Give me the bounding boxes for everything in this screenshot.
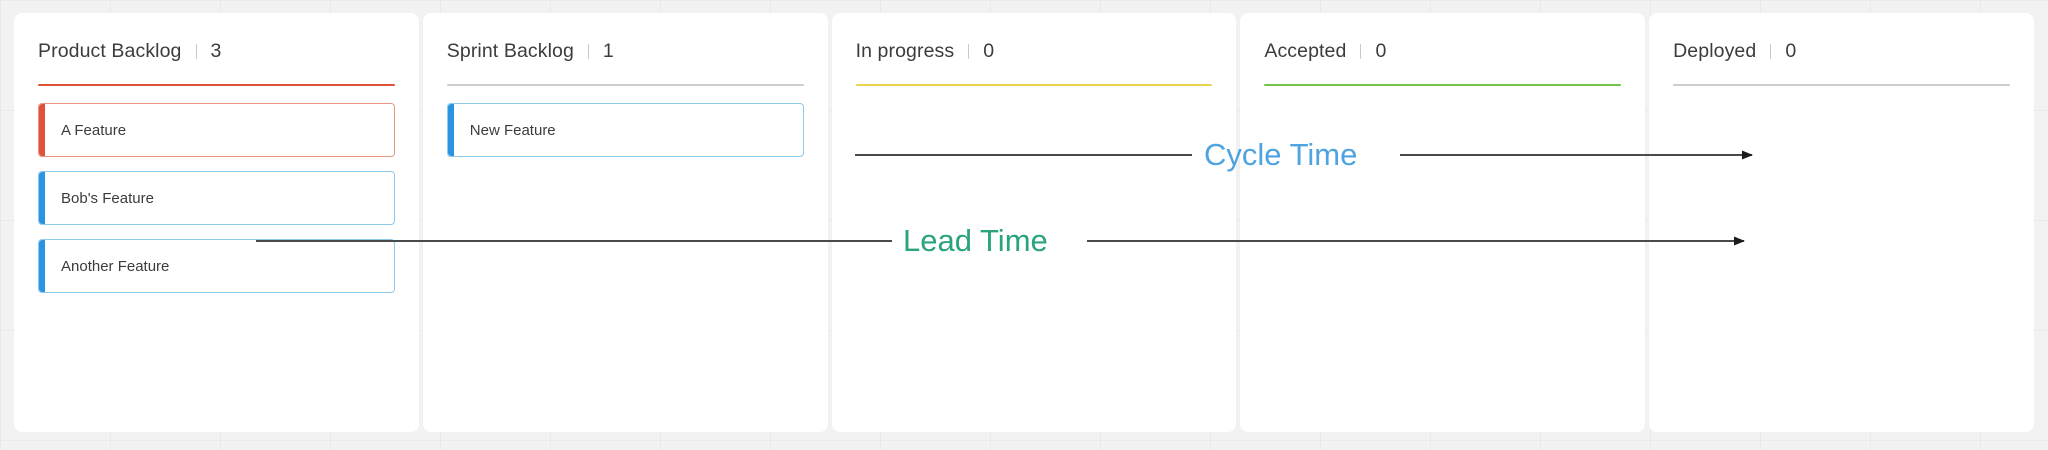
kanban-card[interactable]: Bob's Feature bbox=[38, 171, 395, 225]
card-color-bar bbox=[447, 104, 454, 156]
kanban-card[interactable]: New Feature bbox=[446, 103, 804, 157]
column-header-deployed: Deployed 0 bbox=[1673, 13, 2010, 68]
column-title: In progress bbox=[855, 40, 955, 62]
column-card-count: 0 bbox=[1785, 40, 1797, 62]
card-title: Bob's Feature bbox=[61, 189, 154, 207]
column-header-divider bbox=[968, 44, 970, 59]
card-title: A Feature bbox=[61, 121, 127, 139]
card-list-in-progress bbox=[856, 86, 1213, 103]
kanban-column-accepted[interactable]: Accepted 0 bbox=[1240, 13, 1646, 432]
column-header-accepted: Accepted 0 bbox=[1264, 13, 1621, 68]
column-card-count: 0 bbox=[983, 40, 995, 62]
column-card-count: 3 bbox=[210, 40, 222, 62]
card-title: Another Feature bbox=[61, 257, 170, 275]
card-color-bar bbox=[39, 240, 45, 292]
column-accent-rule bbox=[1264, 84, 1622, 86]
column-title: Sprint Backlog bbox=[446, 40, 574, 62]
column-header-divider bbox=[1770, 44, 1772, 59]
column-accent-rule bbox=[1673, 84, 2010, 86]
card-color-bar bbox=[39, 104, 45, 156]
card-list-deployed bbox=[1673, 86, 2010, 103]
column-header-in-progress: In progress 0 bbox=[856, 13, 1213, 68]
column-accent-rule bbox=[446, 84, 804, 86]
column-header-sprint-backlog: Sprint Backlog 1 bbox=[447, 13, 804, 68]
column-title: Deployed bbox=[1673, 40, 1757, 62]
annotation-label-cycle-time: Cycle Time bbox=[1204, 137, 1358, 172]
annotation-label-lead-time: Lead Time bbox=[903, 223, 1048, 258]
column-title: Product Backlog bbox=[38, 40, 182, 62]
column-card-count: 1 bbox=[602, 40, 614, 62]
kanban-card[interactable]: Another Feature bbox=[38, 239, 395, 293]
column-accent-rule bbox=[855, 84, 1213, 86]
column-card-count: 0 bbox=[1375, 40, 1387, 62]
column-accent-rule bbox=[38, 84, 395, 86]
column-header-divider bbox=[195, 44, 197, 59]
card-color-bar bbox=[39, 172, 45, 224]
column-header-divider bbox=[1360, 44, 1362, 59]
card-list-accepted bbox=[1264, 86, 1621, 103]
kanban-column-in-progress[interactable]: In progress 0 bbox=[831, 13, 1237, 432]
card-list-sprint-backlog: New Feature bbox=[446, 86, 804, 157]
card-title: New Feature bbox=[469, 121, 556, 139]
kanban-card[interactable]: A Feature bbox=[38, 103, 395, 157]
column-header-product-backlog: Product Backlog 3 bbox=[38, 13, 395, 68]
column-header-divider bbox=[587, 44, 589, 59]
column-title: Accepted bbox=[1264, 40, 1347, 62]
kanban-column-deployed[interactable]: Deployed 0 bbox=[1649, 13, 2034, 432]
